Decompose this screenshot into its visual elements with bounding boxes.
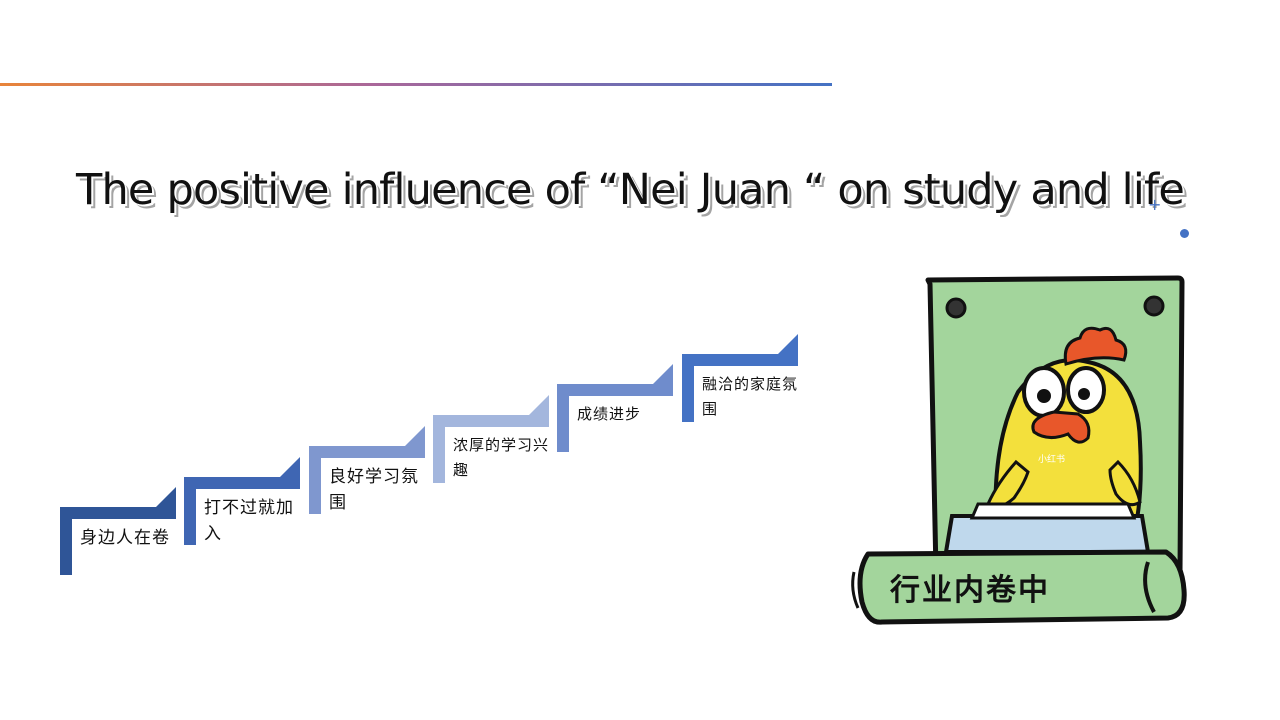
- step-6: 融洽的家庭氛围: [682, 334, 799, 434]
- banner-text: 行业内卷中: [889, 573, 1050, 608]
- step-label: 良好学习氛围: [329, 467, 419, 513]
- slide-title: The positive influence of “Nei Juan “ on…: [76, 165, 1185, 215]
- step-label: 身边人在卷: [80, 528, 170, 548]
- step-5: 成绩进步: [557, 364, 673, 464]
- plus-marker-icon: +: [1148, 195, 1162, 214]
- tag-text: 小红书: [1038, 453, 1065, 465]
- step-3: 良好学习氛围: [309, 426, 425, 526]
- step-label: 成绩进步: [577, 405, 642, 423]
- step-1: 身边人在卷: [60, 487, 176, 587]
- chick-typing-illustration: 小红书 行业内卷中: [851, 275, 1187, 625]
- step-2: 打不过就加入: [184, 457, 300, 557]
- step-4: 浓厚的学习兴趣: [433, 395, 550, 495]
- dot-marker-icon: [1180, 229, 1189, 238]
- accent-divider-line: [0, 83, 832, 86]
- step-label: 浓厚的学习兴趣: [453, 436, 550, 479]
- step-label: 打不过就加入: [204, 498, 294, 544]
- staircase-diagram: 身边人在卷 打不过就加入 良好学习氛围 浓厚的学习兴趣 成绩进步: [60, 334, 799, 587]
- step-label: 融洽的家庭氛围: [702, 375, 799, 418]
